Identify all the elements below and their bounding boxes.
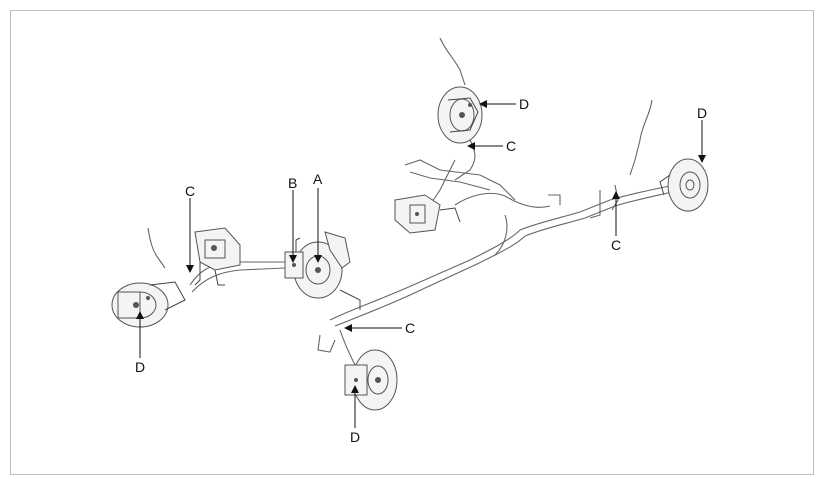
label-d-bottom: D	[350, 429, 360, 445]
front-left-brake-assembly	[111, 281, 186, 328]
callout-leaders	[136, 100, 706, 428]
label-c-middle: C	[405, 320, 415, 336]
label-a: A	[313, 171, 323, 187]
label-c-right: C	[611, 237, 621, 253]
rear-axle-components	[394, 194, 461, 234]
label-c-top: C	[506, 138, 516, 154]
label-d-left: D	[135, 359, 145, 375]
brake-booster-master-cylinder	[284, 231, 361, 310]
abs-modulator-assembly	[194, 227, 241, 286]
rear-right-brake-assembly	[659, 158, 709, 212]
label-d-right: D	[697, 105, 707, 121]
front-right-brake-assembly	[344, 349, 398, 411]
label-d-top: D	[519, 96, 529, 112]
rear-left-brake-assembly	[437, 86, 483, 144]
label-c-left: C	[185, 183, 195, 199]
label-b: B	[288, 175, 297, 191]
diagram-frame	[10, 10, 814, 475]
callout-labels: A B C C C C D D D D	[135, 96, 707, 445]
